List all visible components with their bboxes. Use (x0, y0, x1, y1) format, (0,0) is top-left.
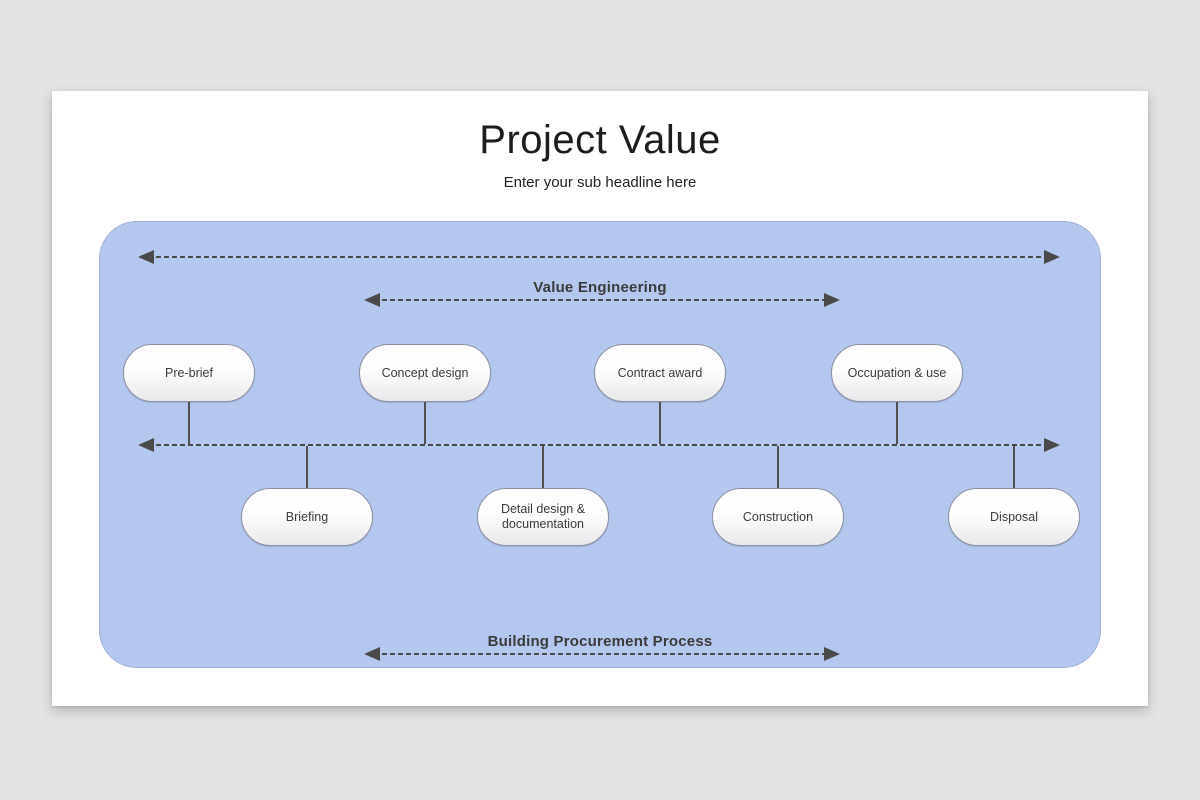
node-label: Construction (742, 509, 814, 524)
node-detail-design: Detail design & documentation (477, 488, 609, 546)
slide-canvas: Project Value Enter your sub headline he… (52, 91, 1148, 706)
node-occupation-use: Occupation & use (831, 344, 963, 402)
value-engineering-label: Value Engineering (533, 279, 667, 296)
node-label: Briefing (285, 509, 329, 524)
node-label: Contract award (617, 365, 703, 380)
node-pre-brief: Pre-brief (123, 344, 255, 402)
node-contract-award: Contract award (594, 344, 726, 402)
node-label: Pre-brief (165, 365, 213, 380)
node-label: Concept design (381, 365, 469, 380)
diagram-panel: Value Engineering Building Procurement P… (99, 221, 1101, 668)
slide-subtitle: Enter your sub headline here (503, 174, 697, 191)
building-procurement-label: Building Procurement Process (487, 633, 713, 650)
node-briefing: Briefing (241, 488, 373, 546)
node-label: Disposal (990, 509, 1038, 524)
slide-title: Project Value (479, 118, 721, 162)
arrow-layer (138, 250, 1060, 661)
node-concept-design: Concept design (359, 344, 491, 402)
node-label: Occupation & use (847, 365, 947, 380)
node-construction: Construction (712, 488, 844, 546)
node-label: Detail design & documentation (500, 502, 586, 531)
node-disposal: Disposal (948, 488, 1080, 546)
